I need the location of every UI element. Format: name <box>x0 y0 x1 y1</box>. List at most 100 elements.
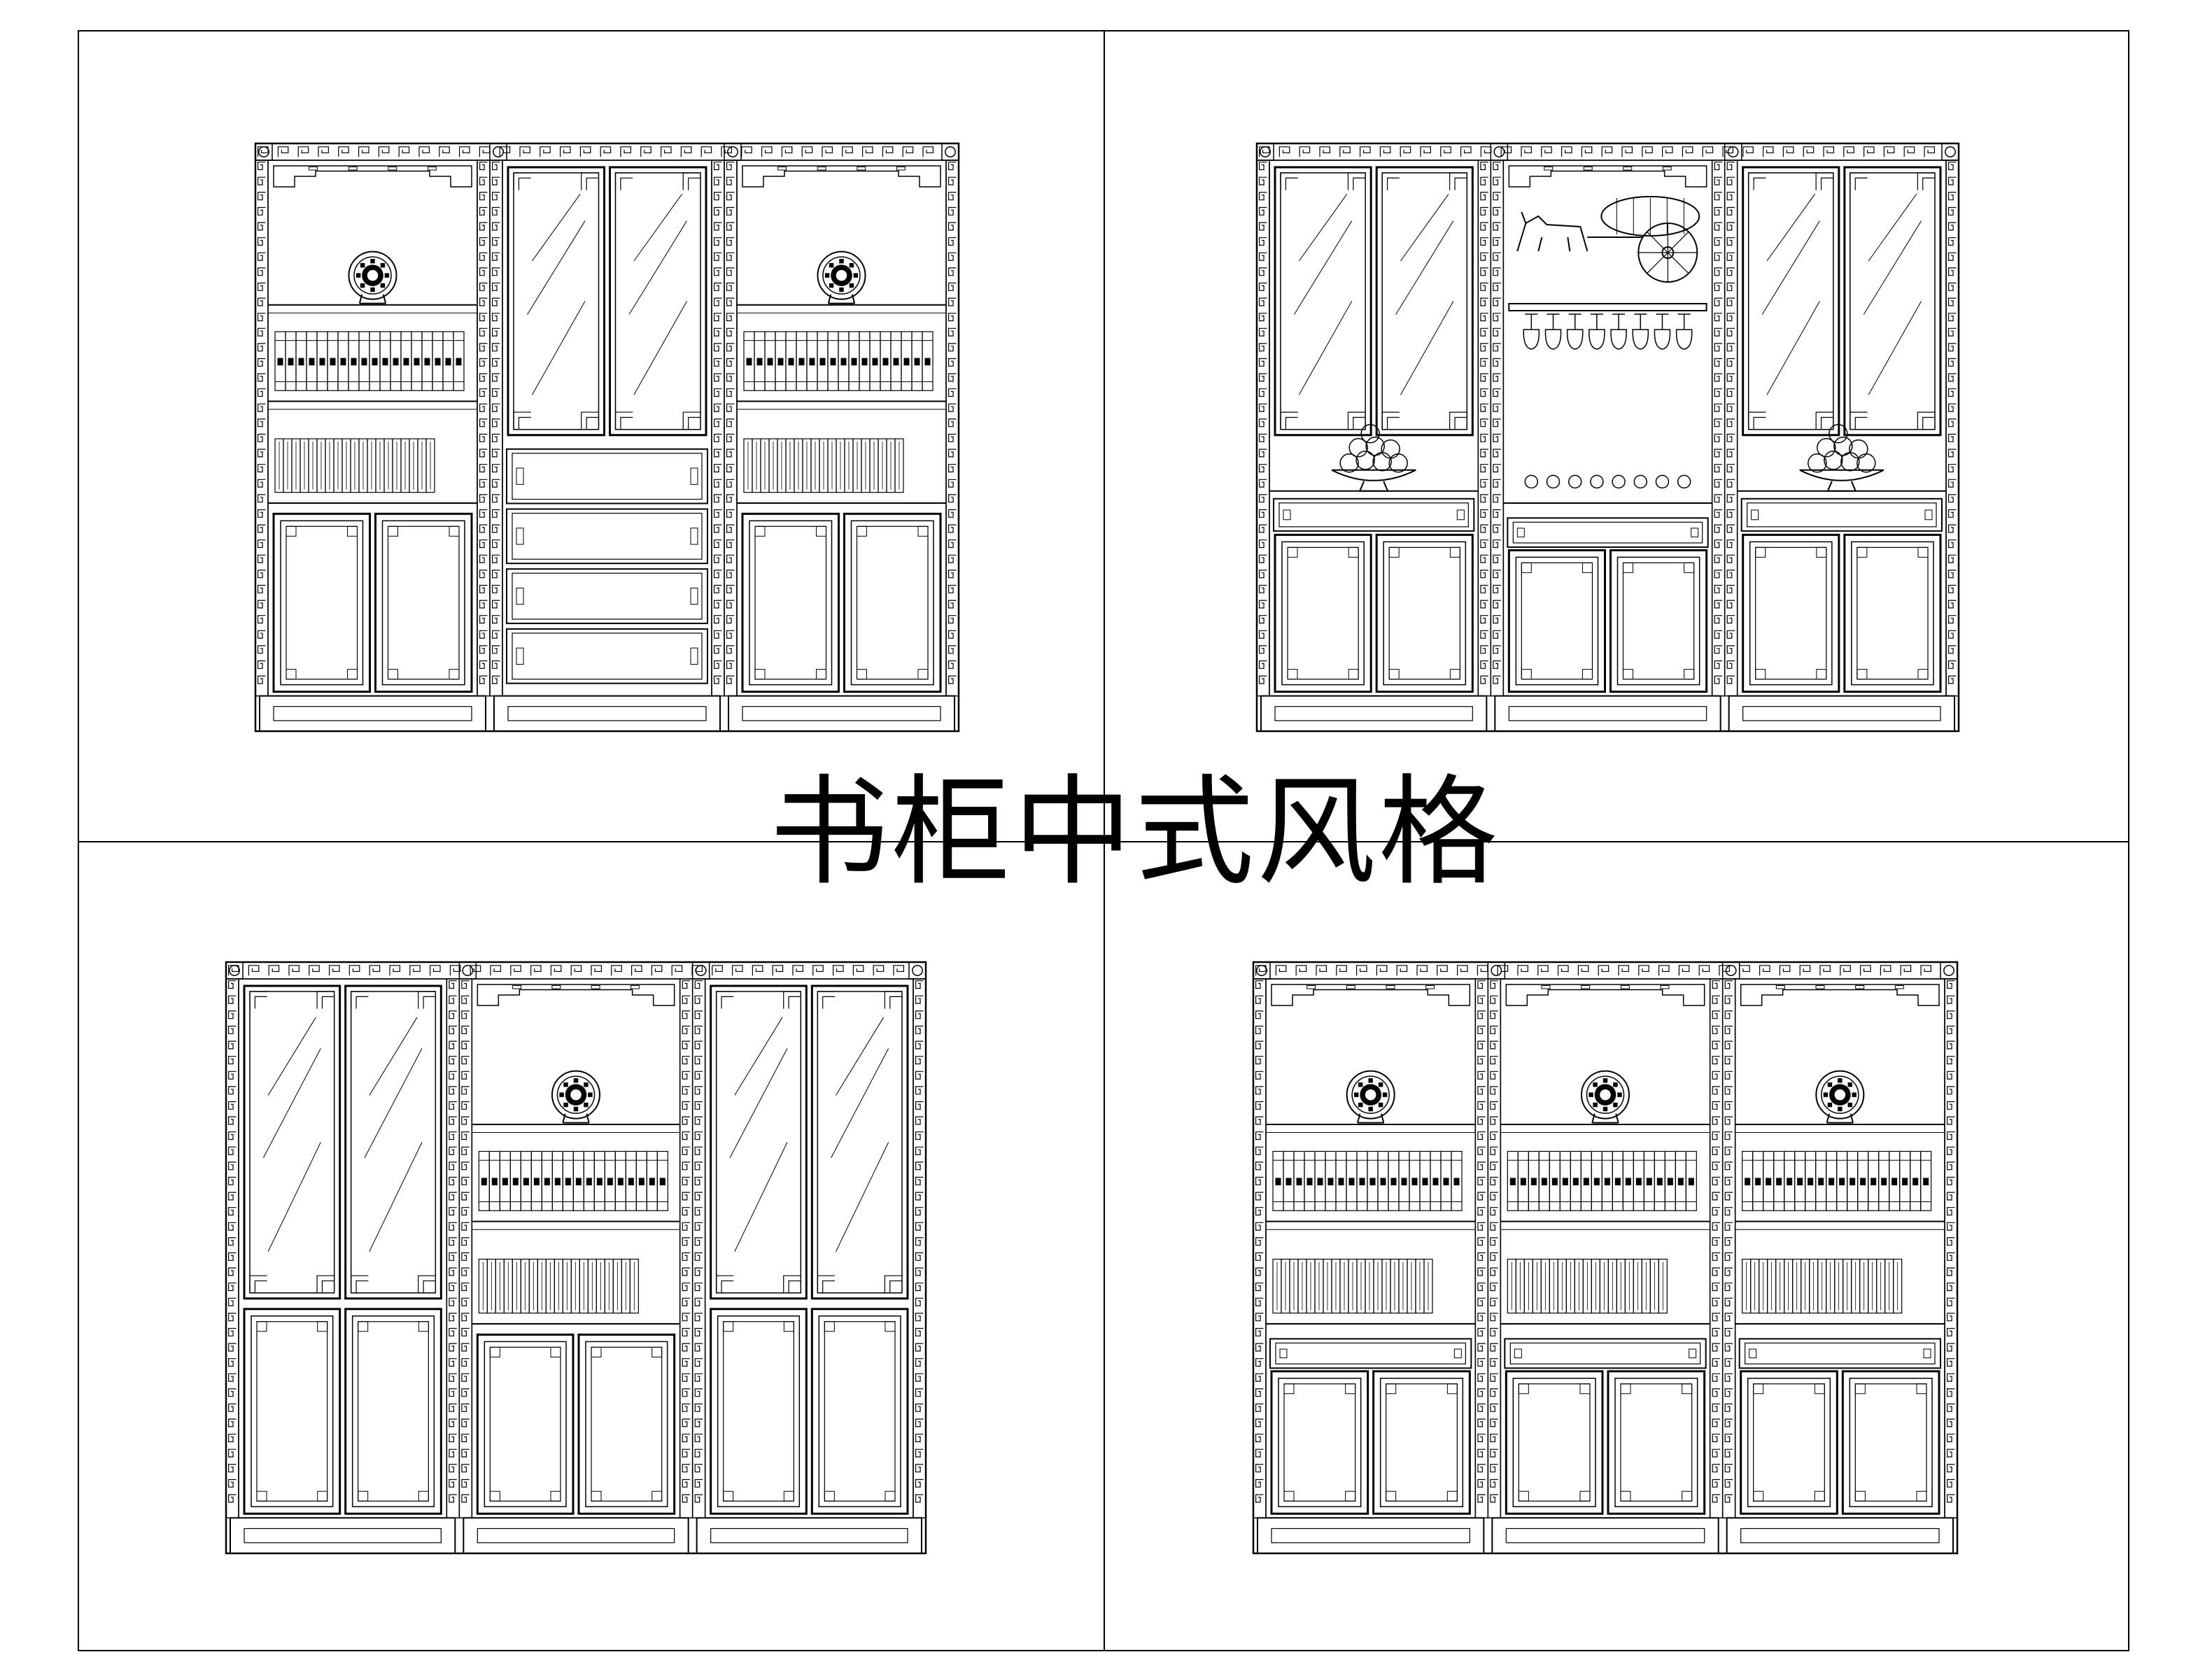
door-fret <box>817 991 835 1009</box>
meander-unit <box>915 1434 924 1443</box>
meander-unit <box>228 1358 237 1367</box>
meander-unit <box>530 965 542 976</box>
spine-label <box>1422 1178 1428 1186</box>
meander-unit <box>915 1040 924 1050</box>
meander-unit <box>682 1464 691 1473</box>
meander-unit <box>479 630 488 639</box>
panel-corner <box>449 525 460 537</box>
door-frame <box>1740 1370 1838 1515</box>
meander-unit <box>1712 1358 1721 1367</box>
meander-unit <box>492 267 500 276</box>
meander-unit <box>1724 1252 1733 1261</box>
panel-door <box>374 512 473 693</box>
meander-unit <box>1724 1418 1733 1427</box>
meander-unit <box>948 524 957 533</box>
meander-unit <box>258 615 266 624</box>
door-inner <box>614 172 701 430</box>
meander-unit <box>694 1237 703 1246</box>
meander-unit <box>1480 479 1488 488</box>
meander-unit <box>1947 1176 1955 1185</box>
meander-unit <box>620 146 631 157</box>
plinth-panel <box>742 706 941 721</box>
door-fret <box>1280 172 1298 190</box>
meander-unit <box>492 479 500 488</box>
plate-motif <box>1378 1082 1383 1087</box>
meander-unit <box>694 1222 703 1231</box>
meander-unit <box>948 479 957 488</box>
meander-unit <box>461 1464 470 1473</box>
meander-unit <box>1819 965 1831 976</box>
spine-label <box>565 1178 571 1186</box>
meander-unit <box>461 1131 470 1141</box>
meander-unit <box>1726 162 1735 171</box>
meander-unit <box>1712 1283 1721 1292</box>
valance-notch <box>309 167 318 171</box>
valance-notch <box>427 167 437 171</box>
meander-border-icon <box>1487 978 1502 1519</box>
rosette-circle <box>1491 965 1502 976</box>
meander-unit <box>1864 146 1875 157</box>
glass-reflection <box>1400 193 1449 262</box>
meander-unit <box>228 1131 237 1141</box>
meander-unit <box>1493 660 1501 669</box>
book-spine <box>1685 1150 1697 1211</box>
meander-border-icon <box>1709 978 1724 1519</box>
door-fret <box>249 991 267 1009</box>
meander-unit <box>1714 660 1723 669</box>
door-fret <box>581 172 599 190</box>
meander-unit <box>682 1418 691 1427</box>
door-frame <box>710 1308 808 1515</box>
meander-unit <box>1477 965 1488 976</box>
meander-unit <box>1714 645 1723 654</box>
meander-unit <box>348 965 360 976</box>
spine-label <box>1275 1178 1281 1186</box>
meander-unit <box>461 1327 470 1336</box>
meander-unit <box>550 965 562 976</box>
meander-unit <box>1259 539 1267 549</box>
meander-unit <box>726 584 735 593</box>
drawer-fret <box>1279 1348 1288 1359</box>
meander-unit <box>1255 1478 1264 1488</box>
spine-label <box>1646 1178 1652 1186</box>
meander-unit <box>1493 464 1501 473</box>
meander-unit <box>1724 980 1733 989</box>
meander-unit <box>682 980 691 989</box>
panel-corner <box>1916 1490 1927 1502</box>
plinth-box <box>493 695 721 732</box>
meander-unit <box>1726 282 1735 291</box>
meander-unit <box>1714 479 1723 488</box>
meander-unit <box>228 1010 237 1019</box>
meander-unit <box>714 252 722 261</box>
rosette-circle <box>1493 146 1505 157</box>
meander-unit <box>1255 1358 1264 1367</box>
meander-unit <box>1259 358 1267 367</box>
panel-door <box>1742 533 1840 693</box>
meander-unit <box>712 965 723 976</box>
rosette-circle <box>1725 965 1737 976</box>
plinth <box>728 695 955 732</box>
meander-unit <box>1480 449 1488 458</box>
glass-reflection <box>262 1048 321 1158</box>
panel-corner <box>1283 1490 1295 1502</box>
meander-unit <box>1480 358 1488 367</box>
meander-unit <box>1714 539 1723 549</box>
meander-unit <box>1490 1388 1498 1397</box>
meander-unit <box>1477 1010 1486 1019</box>
panel-corner <box>1446 1383 1458 1395</box>
spine-label <box>1327 1178 1334 1186</box>
glass-reflection <box>1863 220 1922 315</box>
meander-unit <box>1714 162 1723 171</box>
meander-unit <box>1521 146 1532 157</box>
spine-label <box>638 1178 644 1186</box>
panel-corner <box>1348 546 1359 558</box>
meander-unit <box>1255 1297 1264 1306</box>
meander-unit <box>1477 1313 1486 1322</box>
valance-notch <box>1425 985 1435 989</box>
meander-unit <box>1618 965 1629 976</box>
meander-unit <box>682 1327 691 1336</box>
meander-unit <box>1490 1086 1498 1095</box>
meander-unit <box>258 554 266 563</box>
meander-unit <box>1724 995 1733 1004</box>
open-shelf-module <box>268 165 477 504</box>
meander-unit <box>1490 1222 1498 1231</box>
